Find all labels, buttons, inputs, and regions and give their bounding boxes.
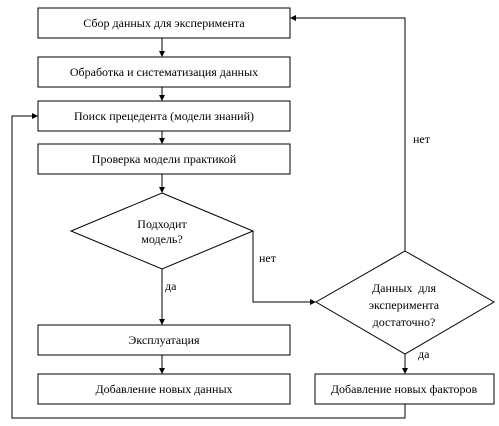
node-search-precedent: Поиск прецедента (модели знаний) bbox=[37, 100, 291, 132]
edge-decision-yes-to-operation bbox=[159, 269, 165, 325]
edge-process-to-search bbox=[159, 87, 165, 101]
node-operation-label: Эксплуатация bbox=[128, 333, 200, 347]
node-add-factors-label: Добавление новых факторов bbox=[331, 382, 478, 396]
edge-decision-no-to-enough bbox=[252, 231, 316, 305]
edge-verify-to-decision bbox=[159, 174, 165, 193]
edge-enough-yes-to-factors bbox=[402, 354, 408, 374]
decision-model-fits-line2: модель? bbox=[141, 232, 182, 246]
edge-label-no-enough: нет bbox=[413, 132, 431, 146]
decision-enough-data-line3: достаточно? bbox=[373, 315, 436, 329]
edge-operation-to-add-data bbox=[159, 355, 165, 374]
decision-enough-data-line1: Данных для bbox=[372, 281, 437, 295]
edge-search-to-verify bbox=[159, 131, 165, 144]
node-add-data: Добавление новых данных bbox=[37, 373, 291, 405]
node-operation: Эксплуатация bbox=[37, 324, 291, 356]
node-add-factors: Добавление новых факторов bbox=[314, 373, 495, 405]
edge-collect-to-process bbox=[159, 38, 165, 57]
node-collect-data-label: Сбор данных для эксперимента bbox=[83, 16, 245, 30]
edge-label-yes-fits: да bbox=[165, 279, 177, 293]
edge-label-yes-enough: да bbox=[418, 347, 430, 361]
node-collect-data: Сбор данных для эксперимента bbox=[37, 7, 291, 39]
decision-enough-data: Данных для эксперимента достаточно? bbox=[315, 250, 495, 355]
node-verify-model-label: Проверка модели практикой bbox=[92, 152, 237, 166]
edge-enough-no-to-collect bbox=[290, 15, 406, 251]
edge-factors-loop-to-search bbox=[11, 113, 406, 419]
node-search-precedent-label: Поиск прецедента (модели знаний) bbox=[74, 109, 254, 123]
node-process-data: Обработка и систематизация данных bbox=[37, 56, 291, 88]
node-verify-model: Проверка модели практикой bbox=[37, 143, 291, 175]
decision-enough-data-line2: эксперимента bbox=[369, 298, 440, 312]
decision-model-fits: Подходит модель? bbox=[69, 192, 255, 270]
node-add-data-label: Добавление новых данных bbox=[95, 382, 232, 396]
node-process-data-label: Обработка и систематизация данных bbox=[70, 65, 258, 79]
decision-model-fits-line1: Подходит bbox=[137, 217, 187, 231]
edge-label-no-fits: нет bbox=[259, 251, 277, 265]
